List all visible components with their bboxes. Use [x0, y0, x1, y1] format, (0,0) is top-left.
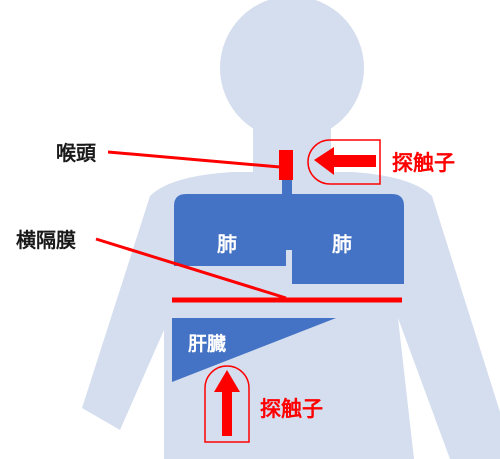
diaphragm-leader	[95, 237, 287, 300]
probe-top-outline	[307, 139, 381, 185]
larynx-leader	[107, 150, 281, 169]
probe-top-label: 探触子	[392, 151, 455, 175]
probe-top-arrow-icon	[314, 147, 376, 175]
larynx-label: 喉頭	[56, 141, 97, 165]
trachea	[282, 180, 292, 250]
lung-left	[174, 194, 286, 266]
lung-right	[292, 194, 404, 284]
probe-bottom-outline	[204, 365, 250, 443]
head	[220, 0, 364, 140]
lung-left-label: 肺	[217, 232, 237, 256]
probe-bottom	[204, 365, 250, 443]
probe-bottom-arrow-icon	[214, 370, 240, 436]
liver-label: 肝臓	[188, 333, 226, 355]
lung-right-label: 肺	[332, 232, 352, 256]
liver	[172, 318, 336, 382]
probe-bottom-label: 探触子	[260, 397, 323, 421]
larynx-marker	[279, 150, 293, 180]
probe-top	[307, 139, 381, 185]
diaphragm-label: 横隔膜	[16, 228, 76, 252]
